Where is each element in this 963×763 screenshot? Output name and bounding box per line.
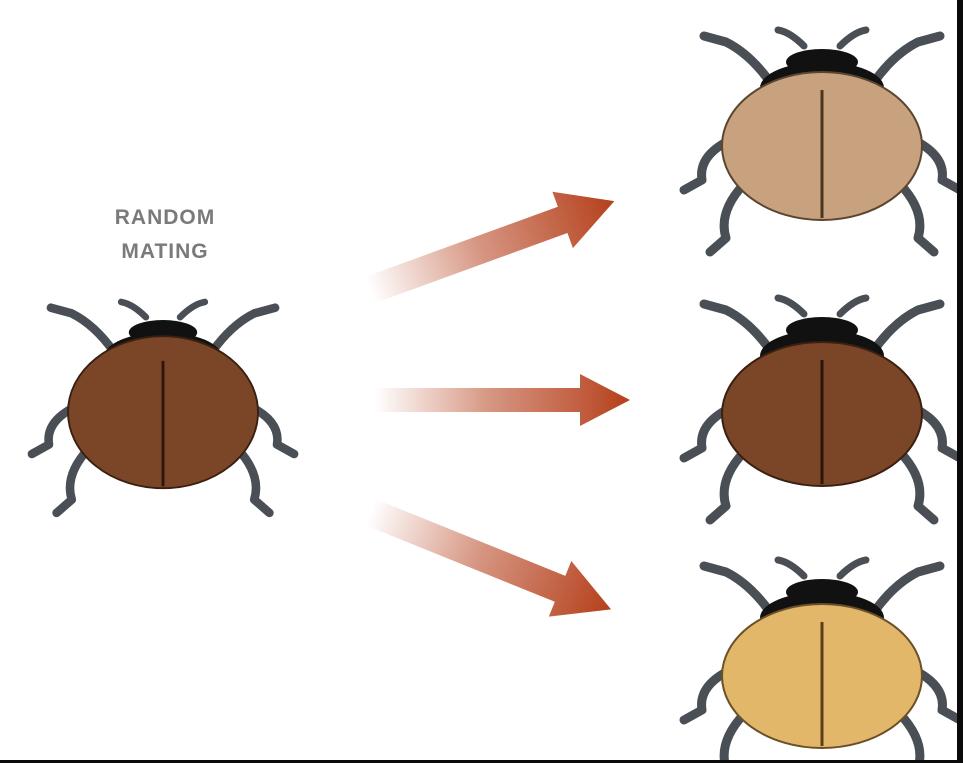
frame-border-right — [957, 0, 963, 763]
offspring-dark-brown-beetle — [684, 298, 960, 520]
parent-beetle — [32, 302, 294, 513]
arrow-down — [359, 484, 623, 637]
caption-line-1: RANDOM — [60, 206, 270, 230]
caption-line-2: MATING — [60, 240, 270, 264]
offspring-light-brown-beetle — [684, 30, 960, 252]
offspring-tan-beetle — [684, 560, 960, 763]
arrow-up — [360, 173, 625, 318]
arrow-middle — [375, 374, 630, 426]
